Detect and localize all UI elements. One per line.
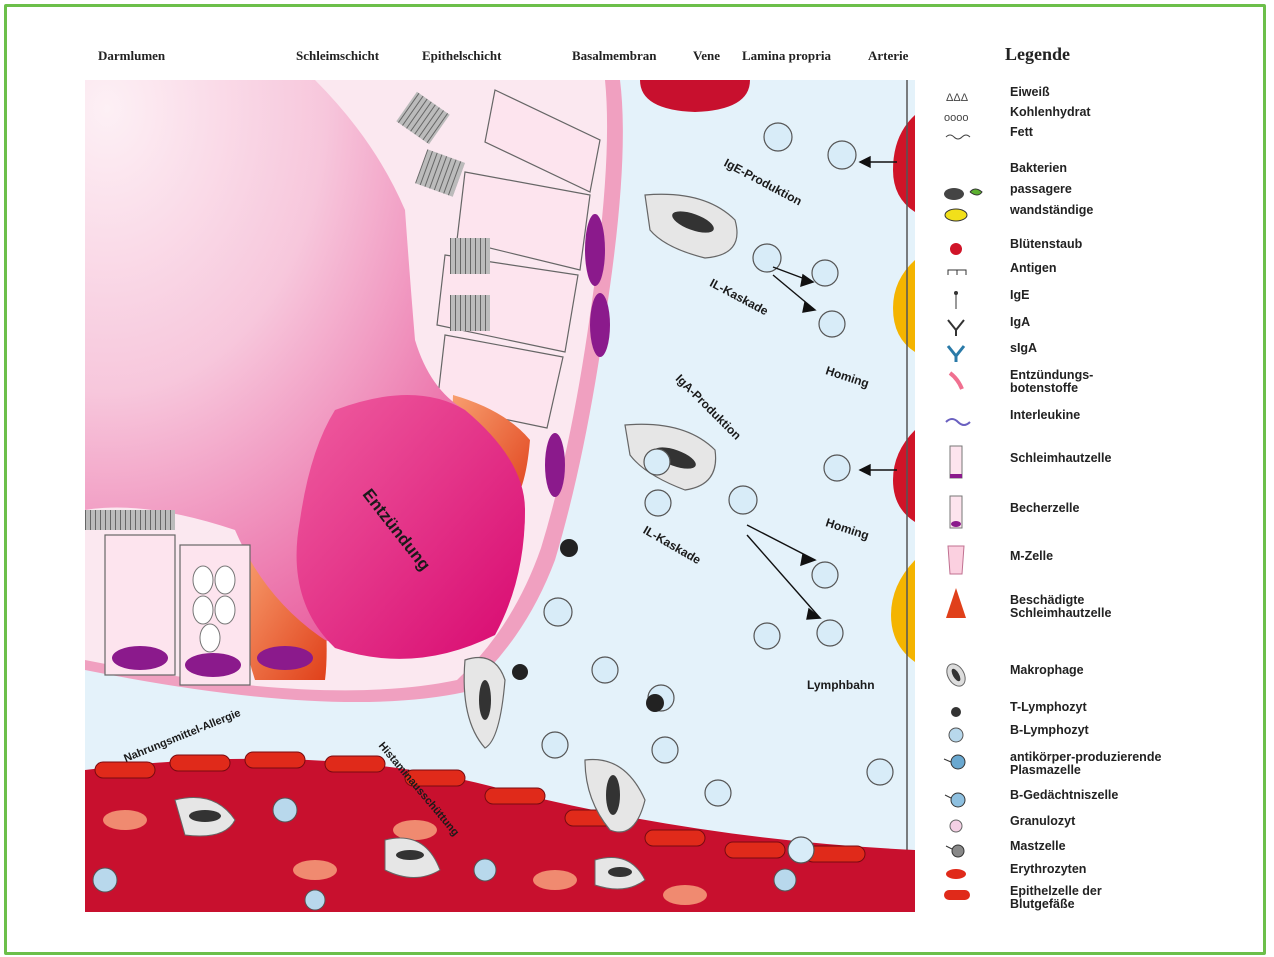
- pollen-icon: [940, 238, 998, 260]
- ige-icon: [940, 289, 998, 311]
- protein-icon: ΔΔΔ: [940, 86, 998, 108]
- interleukin-icon: [940, 409, 998, 431]
- label-lymphbahn: Lymphbahn: [807, 678, 875, 692]
- legend-item: Becherzelle: [940, 502, 1240, 524]
- svg-text:oooo: oooo: [944, 112, 968, 124]
- header-schleimschicht: Schleimschicht: [296, 48, 379, 64]
- legend-item: Interleukine: [940, 409, 1240, 431]
- goblet-cell-icon: [940, 502, 998, 524]
- legend-item: Beschädigte Schleimhautzelle: [940, 594, 1240, 616]
- legend-item: Antigen: [940, 262, 1240, 284]
- legend-item: passagere: [940, 183, 1240, 205]
- legend-item: B-Gedächtniszelle: [940, 789, 1240, 811]
- legend-label: Antigen: [1010, 262, 1057, 275]
- svg-text:ΔΔΔ: ΔΔΔ: [946, 92, 969, 104]
- legend-item: wandständige: [940, 204, 1240, 226]
- legend-label: Bakterien: [1010, 162, 1067, 175]
- legend-label: sIgA: [1010, 342, 1037, 355]
- granulocyte-icon: [940, 815, 998, 837]
- b-lymphocyte-icon: [940, 724, 998, 746]
- legend-item: Schleimhautzelle: [940, 452, 1240, 474]
- legend-label: passagere: [1010, 183, 1072, 196]
- header-lamina-propria: Lamina propria: [742, 48, 831, 64]
- header-darmlumen: Darmlumen: [98, 48, 165, 64]
- legend-item: Mastzelle: [940, 840, 1240, 862]
- resident-bacteria-icon: [940, 204, 998, 226]
- legend-label: B-Lymphozyt: [1010, 724, 1089, 737]
- legend-label: Erythrozyten: [1010, 863, 1086, 876]
- legend-item: Bakterien: [940, 162, 1240, 184]
- erythrocyte-icon: [940, 863, 998, 885]
- fat-icon: [940, 126, 998, 148]
- bacteria-icon: [940, 162, 998, 184]
- legend-label: IgE: [1010, 289, 1029, 302]
- legend-item: Epithelzelle der Blutgefäße: [940, 885, 1240, 907]
- legend-label: Blütenstaub: [1010, 238, 1082, 251]
- legend-label: Entzündungs- botenstoffe: [1010, 369, 1093, 395]
- legend-label: Schleimhautzelle: [1010, 452, 1111, 465]
- mast-cell-icon: [940, 840, 998, 862]
- legend-item: Blütenstaub: [940, 238, 1240, 260]
- legend-label: Mastzelle: [1010, 840, 1066, 853]
- header-arterie: Arterie: [868, 48, 908, 64]
- legend-item: T-Lymphozyt: [940, 701, 1240, 723]
- m-cell-icon: [940, 550, 998, 572]
- legend-item: Erythrozyten: [940, 863, 1240, 885]
- legend-label: antikörper-produzierende Plasmazelle: [1010, 751, 1161, 777]
- legend-label: Beschädigte Schleimhautzelle: [1010, 594, 1111, 620]
- legend-item: Fett: [940, 126, 1240, 148]
- legend-label: IgA: [1010, 316, 1030, 329]
- legend-item: oooo Kohlenhydrat: [940, 106, 1240, 128]
- siga-icon: [940, 342, 998, 364]
- header-basalmembran: Basalmembran: [572, 48, 657, 64]
- legend-title: Legende: [1005, 44, 1070, 65]
- legend-label: Kohlenhydrat: [1010, 106, 1091, 119]
- legend-label: Makrophage: [1010, 664, 1084, 677]
- mucosa-cell-icon: [940, 452, 998, 474]
- legend-item: antikörper-produzierende Plasmazelle: [940, 751, 1240, 773]
- header-vene: Vene: [693, 48, 720, 64]
- legend-item: sIgA: [940, 342, 1240, 364]
- legend-item: IgE: [940, 289, 1240, 311]
- transient-bacteria-icon: [940, 183, 998, 205]
- legend-label: B-Gedächtniszelle: [1010, 789, 1118, 802]
- legend-label: M-Zelle: [1010, 550, 1053, 563]
- antigen-icon: [940, 262, 998, 284]
- iga-icon: [940, 316, 998, 338]
- header-epithelschicht: Epithelschicht: [422, 48, 501, 64]
- legend-label: Epithelzelle der Blutgefäße: [1010, 885, 1102, 911]
- legend-label: Granulozyt: [1010, 815, 1075, 828]
- legend-item: Makrophage: [940, 664, 1240, 686]
- inflammation-zone: [297, 395, 525, 659]
- carbohydrate-icon: oooo: [940, 106, 998, 128]
- vessel-epithelium-icon: [940, 885, 998, 907]
- plasma-cell-icon: [940, 751, 998, 773]
- legend-item: Entzündungs- botenstoffe: [940, 369, 1240, 391]
- legend-label: Interleukine: [1010, 409, 1080, 422]
- legend-item: B-Lymphozyt: [940, 724, 1240, 746]
- legend-label: Fett: [1010, 126, 1033, 139]
- legend-label: Eiweiß: [1010, 86, 1050, 99]
- t-lymphocyte-icon: [940, 701, 998, 723]
- legend-label: wandständige: [1010, 204, 1093, 217]
- legend-item: M-Zelle: [940, 550, 1240, 572]
- intestine-diagram: IgE-Produktion IL-Kaskade Homing IgA-Pro…: [85, 80, 915, 912]
- legend-item: Granulozyt: [940, 815, 1240, 837]
- memory-b-cell-icon: [940, 789, 998, 811]
- legend-label: Becherzelle: [1010, 502, 1079, 515]
- macrophage-icon: [940, 664, 998, 686]
- inflammation-mediator-icon: [940, 369, 998, 391]
- legend-item: IgA: [940, 316, 1240, 338]
- legend-label: T-Lymphozyt: [1010, 701, 1087, 714]
- damaged-cell-icon: [940, 594, 998, 616]
